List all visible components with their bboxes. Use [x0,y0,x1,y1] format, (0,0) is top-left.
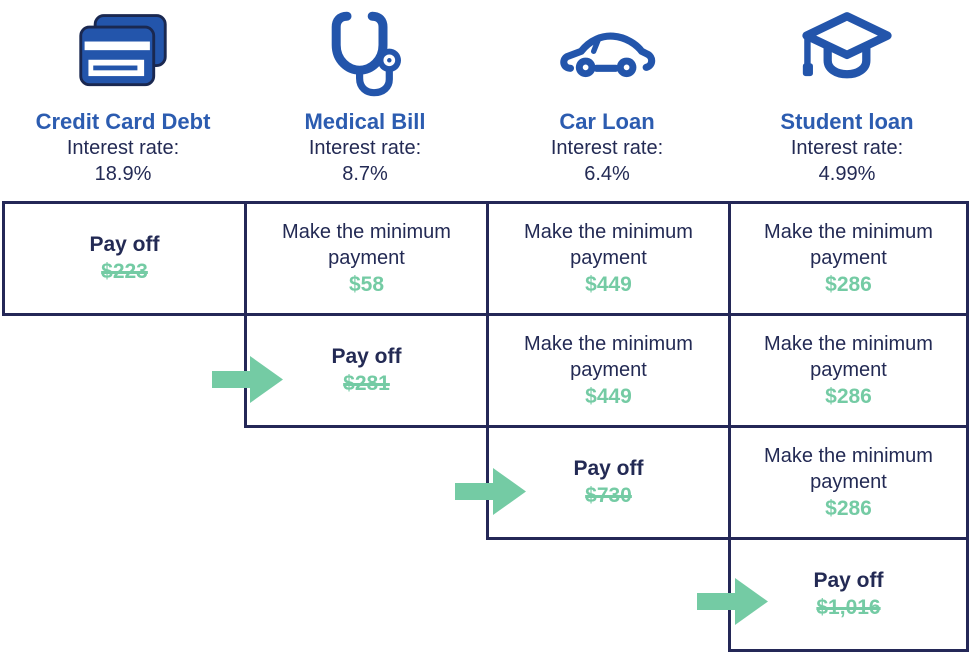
interest-rate-value: 4.99% [818,163,876,185]
column-title: Student loan [780,109,914,134]
minimum-payment-cell-student: Make the minimum payment $286 [728,201,969,316]
interest-rate-value: 6.4% [584,163,630,185]
minimum-payment-cell-medical: Make the minimum payment $58 [244,201,489,316]
minimum-payment-label: Make the minimum payment [524,221,693,269]
payoff-label: Pay off [813,569,884,592]
minimum-payment-amount: $286 [825,497,872,520]
arrow-right-icon [697,578,768,625]
car-icon [558,0,656,108]
column-header-medical-bill: Medical Bill Interest rate: 8.7% [244,0,486,200]
arrow-right-icon [212,356,283,403]
minimum-payment-label: Make the minimum payment [524,333,693,381]
minimum-payment-amount: $449 [585,273,632,296]
interest-rate-label: Interest rate: [308,137,422,159]
minimum-payment-amount: $58 [348,273,385,296]
column-title: Credit Card Debt [35,109,211,134]
minimum-payment-label: Make the minimum payment [282,221,451,269]
column-title: Car Loan [559,109,655,134]
interest-rate-label: Interest rate: [790,137,904,159]
interest-rate-value: 8.7% [342,163,388,185]
payoff-cell-medical: Pay off $281 [244,313,489,428]
graduation-cap-icon [801,0,893,108]
minimum-payment-cell-student: Make the minimum payment $286 [728,313,969,428]
interest-rate-value: 18.9% [94,163,152,185]
payoff-cell-student: Pay off $1,016 [728,537,969,652]
interest-rate-label: Interest rate: [550,137,664,159]
column-title: Medical Bill [304,109,426,134]
payoff-amount: $730 [585,484,632,507]
minimum-payment-amount: $286 [825,385,872,408]
minimum-payment-amount: $286 [825,273,872,296]
minimum-payment-cell-car: Make the minimum payment $449 [486,313,731,428]
column-header-student-loan: Student loan Interest rate: 4.99% [728,0,966,200]
payoff-amount: $281 [343,372,390,395]
payoff-cell-credit-card: Pay off $223 [2,201,247,316]
minimum-payment-amount: $449 [585,385,632,408]
minimum-payment-cell-car: Make the minimum payment $449 [486,201,731,316]
payoff-cell-car: Pay off $730 [486,425,731,540]
minimum-payment-label: Make the minimum payment [764,221,933,269]
minimum-payment-label: Make the minimum payment [764,445,933,493]
payoff-label: Pay off [89,233,160,256]
stethoscope-icon [320,0,410,108]
interest-rate-label: Interest rate: [66,137,180,159]
minimum-payment-cell-student: Make the minimum payment $286 [728,425,969,540]
arrow-right-icon [455,468,526,515]
column-header-credit-card-debt: Credit Card Debt Interest rate: 18.9% [2,0,244,200]
credit-card-icon [75,0,171,108]
payoff-label: Pay off [331,345,402,368]
minimum-payment-label: Make the minimum payment [764,333,933,381]
payoff-amount: $1,016 [816,596,881,619]
column-header-car-loan: Car Loan Interest rate: 6.4% [486,0,728,200]
payoff-amount: $223 [101,260,148,283]
payoff-label: Pay off [573,457,644,480]
